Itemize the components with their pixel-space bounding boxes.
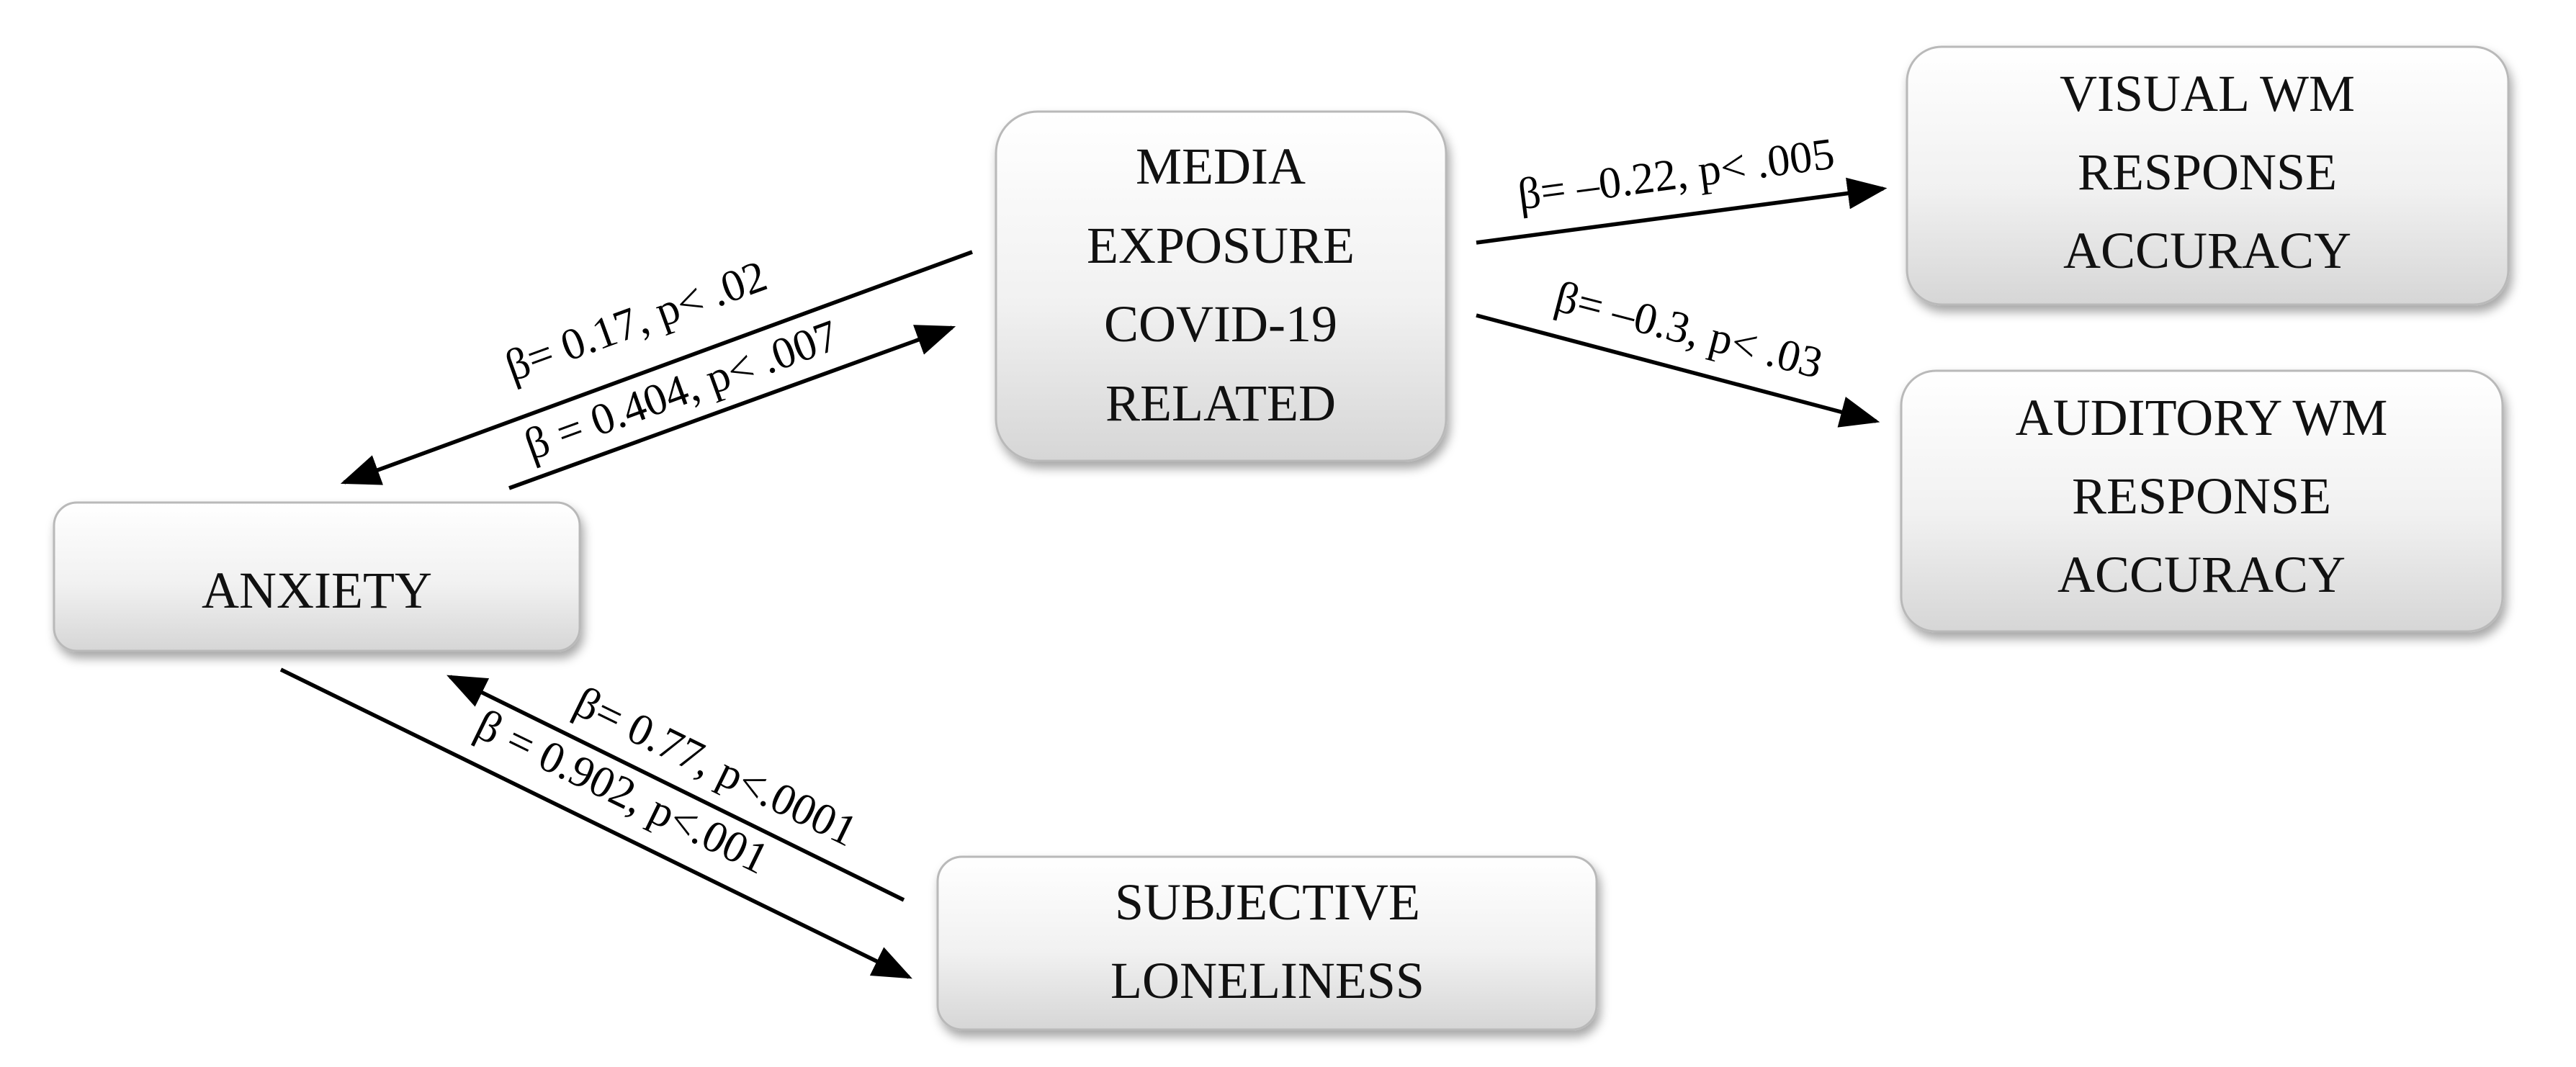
node-subjective-loneliness-line-2: LONELINESS [1110, 952, 1424, 1009]
node-anxiety: ANXIETY [53, 501, 581, 652]
node-visual-wm-line-1: VISUAL WM [2060, 65, 2355, 122]
node-auditory-wm-line-2: RESPONSE [2072, 467, 2331, 525]
node-visual-wm: VISUAL WM RESPONSE ACCURACY [1906, 45, 2510, 306]
node-media-exposure-line-3: COVID-19 [1104, 295, 1337, 353]
node-media-exposure-line-1: MEDIA [1136, 138, 1306, 195]
edge-loneliness-to-anxiety: β= 0.77, p<.0001 [446, 675, 905, 902]
node-media-exposure-line-4: RELATED [1105, 374, 1336, 432]
node-media-exposure: MEDIA EXPOSURE COVID-19 RELATED [995, 110, 1448, 462]
edge-media-to-visual: β= –0.22, p< .005 [1476, 130, 1888, 245]
node-auditory-wm: AUDITORY WM RESPONSE ACCURACY [1900, 369, 2504, 633]
node-visual-wm-line-2: RESPONSE [2078, 143, 2337, 201]
node-subjective-loneliness-line-1: SUBJECTIVE [1115, 873, 1420, 931]
node-auditory-wm-line-3: ACCURACY [2057, 546, 2346, 603]
node-auditory-wm-line-1: AUDITORY WM [2016, 389, 2388, 446]
edge-media-to-visual-label: β= –0.22, p< .005 [1515, 130, 1838, 220]
node-subjective-loneliness: SUBJECTIVE LONELINESS [936, 855, 1598, 1031]
edge-media-to-auditory: β= –0.3, p< .03 [1476, 272, 1880, 428]
node-anxiety-label: ANXIETY [202, 562, 432, 619]
node-media-exposure-line-2: EXPOSURE [1087, 217, 1355, 274]
edge-media-to-anxiety: β= 0.17, p< .02 [340, 250, 973, 485]
node-visual-wm-line-3: ACCURACY [2063, 222, 2351, 279]
